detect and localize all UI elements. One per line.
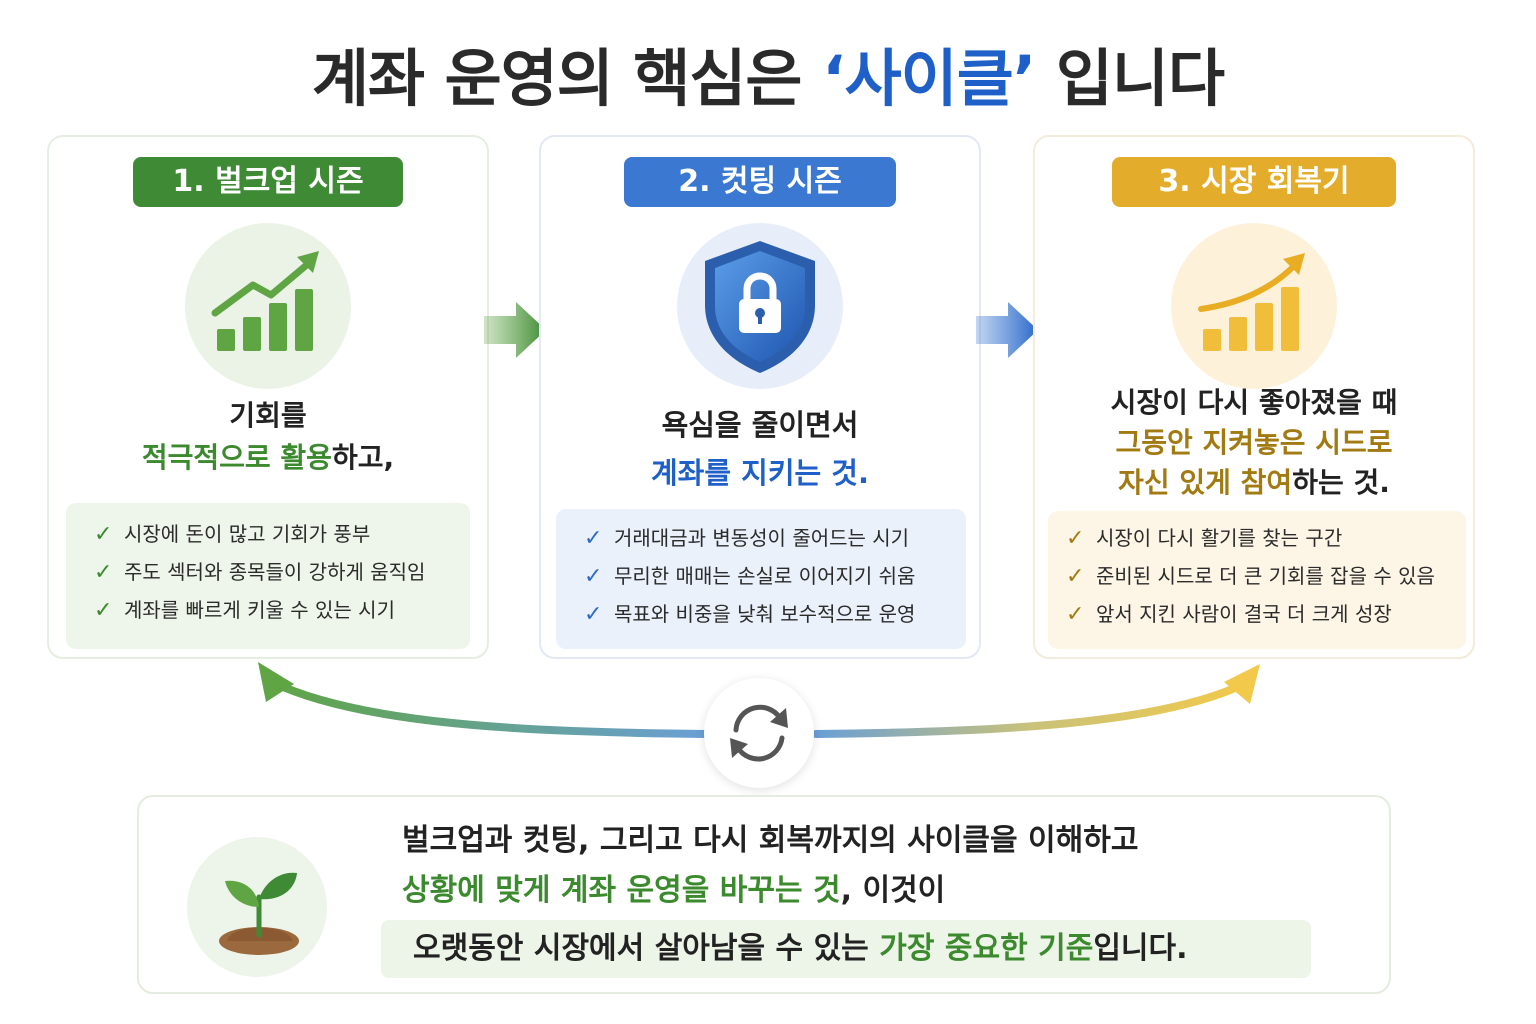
bulkup-desc-rest: 하고, xyxy=(331,441,395,474)
list-item-text: 앞서 지킨 사람이 결국 더 크게 성장 xyxy=(1096,602,1392,626)
check-icon: ✓ xyxy=(1066,526,1085,551)
cutting-description: 욕심을 줄이면서 계좌를 지키는 것. xyxy=(541,401,979,497)
title-text-end: 입니다 xyxy=(1035,42,1225,115)
recovery-chart-icon xyxy=(1171,223,1337,389)
list-item: ✓ 무리한 매매는 손실로 이어지기 쉬움 xyxy=(584,557,966,595)
check-icon: ✓ xyxy=(584,526,603,551)
conclusion-highlight: 가장 중요한 기준 xyxy=(879,931,1094,966)
list-item: ✓ 준비된 시드로 더 큰 기회를 잡을 수 있음 xyxy=(1066,557,1466,595)
summary-line2-rest: , 이것이 xyxy=(840,873,946,908)
list-item-text: 거래대금과 변동성이 줄어드는 시기 xyxy=(614,526,910,550)
arrow-right-icon xyxy=(484,302,546,358)
recovery-desc-rest: 하는 것. xyxy=(1292,466,1390,499)
list-item: ✓ 시장이 다시 활기를 찾는 구간 xyxy=(1066,519,1466,557)
bulkup-desc-line1: 기회를 xyxy=(229,399,307,432)
recovery-description: 시장이 다시 좋아졌을 때 그동안 지켜놓은 시드로 자신 있게 참여하는 것. xyxy=(1035,383,1473,503)
card-market-recovery: 3. 시장 회복기 시장이 다시 좋아졌을 때 그동안 지켜놓은 시드로 자신 … xyxy=(1033,135,1475,659)
list-item: ✓ 시장에 돈이 많고 기회가 풍부 xyxy=(94,515,470,553)
list-item-text: 시장에 돈이 많고 기회가 풍부 xyxy=(124,522,371,546)
summary-conclusion-box: 오랫동안 시장에서 살아남을 수 있는 가장 중요한 기준입니다. xyxy=(381,920,1311,978)
recovery-desc-highlight-2: 자신 있게 참여 xyxy=(1118,466,1293,499)
recovery-desc-highlight: 그동안 지켜놓은 시드로 xyxy=(1115,426,1393,459)
conclusion-text-end: 입니다. xyxy=(1093,931,1188,966)
summary-panel: 벌크업과 컷팅, 그리고 다시 회복까지의 사이클을 이해하고 상황에 맞게 계… xyxy=(137,795,1391,994)
cycle-refresh-icon xyxy=(704,678,814,788)
list-item: ✓ 목표와 비중을 낮춰 보수적으로 운영 xyxy=(584,595,966,633)
cutting-checklist: ✓ 거래대금과 변동성이 줄어드는 시기 ✓ 무리한 매매는 손실로 이어지기 쉬움… xyxy=(556,509,966,649)
growth-chart-icon xyxy=(185,223,351,389)
check-icon: ✓ xyxy=(584,564,603,589)
list-item-text: 무리한 매매는 손실로 이어지기 쉬움 xyxy=(614,564,916,588)
recovery-desc-line1: 시장이 다시 좋아졌을 때 xyxy=(1110,386,1398,419)
cutting-desc-highlight: 계좌를 지키는 것. xyxy=(651,456,869,490)
check-icon: ✓ xyxy=(94,598,113,623)
market-recovery-label: 3. 시장 회복기 xyxy=(1112,157,1396,207)
check-icon: ✓ xyxy=(1066,602,1085,627)
bulkup-description: 기회를 적극적으로 활용하고, xyxy=(49,395,487,479)
shield-lock-icon xyxy=(677,223,843,389)
bulkup-desc-highlight: 적극적으로 활용 xyxy=(141,441,332,474)
bulkup-season-label: 1. 벌크업 시즌 xyxy=(133,157,403,207)
summary-line2: 상황에 맞게 계좌 운영을 바꾸는 것, 이것이 xyxy=(402,865,945,909)
list-item-text: 준비된 시드로 더 큰 기회를 잡을 수 있음 xyxy=(1096,564,1435,588)
check-icon: ✓ xyxy=(1066,564,1085,589)
cutting-season-label: 2. 컷팅 시즌 xyxy=(624,157,896,207)
conclusion-text: 오랫동안 시장에서 살아남을 수 있는 xyxy=(413,931,880,966)
card-bulkup-season: 1. 벌크업 시즌 기회를 적극적으로 활용하고, ✓ 시장에 돈이 많고 기회가… xyxy=(47,135,489,659)
list-item: ✓ 앞서 지킨 사람이 결국 더 크게 성장 xyxy=(1066,595,1466,633)
list-item: ✓ 거래대금과 변동성이 줄어드는 시기 xyxy=(584,519,966,557)
title-text: 계좌 운영의 핵심은 xyxy=(311,42,823,115)
check-icon: ✓ xyxy=(584,602,603,627)
card-cutting-season: 2. 컷팅 시즌 욕심을 줄이면서 계좌를 지키는 것. ✓ 거래대금과 변동성이… xyxy=(539,135,981,659)
bulkup-checklist: ✓ 시장에 돈이 많고 기회가 풍부 ✓ 주도 섹터와 종목들이 강하게 움직임 ✓… xyxy=(66,503,470,649)
cycle-arrow-arc xyxy=(258,662,1260,738)
summary-highlight: 상황에 맞게 계좌 운영을 바꾸는 것 xyxy=(402,873,841,908)
arrow-right-icon xyxy=(976,302,1038,358)
list-item: ✓ 계좌를 빠르게 키울 수 있는 시기 xyxy=(94,591,470,629)
page-title: 계좌 운영의 핵심은 ‘사이클’ 입니다 xyxy=(0,28,1536,118)
list-item-text: 주도 섹터와 종목들이 강하게 움직임 xyxy=(124,560,426,584)
list-item-text: 목표와 비중을 낮춰 보수적으로 운영 xyxy=(614,602,916,626)
summary-line1: 벌크업과 컷팅, 그리고 다시 회복까지의 사이클을 이해하고 xyxy=(402,823,1139,858)
list-item-text: 계좌를 빠르게 키울 수 있는 시기 xyxy=(124,598,395,622)
check-icon: ✓ xyxy=(94,560,113,585)
list-item-text: 시장이 다시 활기를 찾는 구간 xyxy=(1096,526,1343,550)
list-item: ✓ 주도 섹터와 종목들이 강하게 움직임 xyxy=(94,553,470,591)
check-icon: ✓ xyxy=(94,522,113,547)
sprout-icon xyxy=(187,837,327,977)
title-highlight: ‘사이클’ xyxy=(822,42,1036,115)
recovery-checklist: ✓ 시장이 다시 활기를 찾는 구간 ✓ 준비된 시드로 더 큰 기회를 잡을 수 … xyxy=(1048,511,1466,649)
cutting-desc-line1: 욕심을 줄이면서 xyxy=(661,408,859,442)
